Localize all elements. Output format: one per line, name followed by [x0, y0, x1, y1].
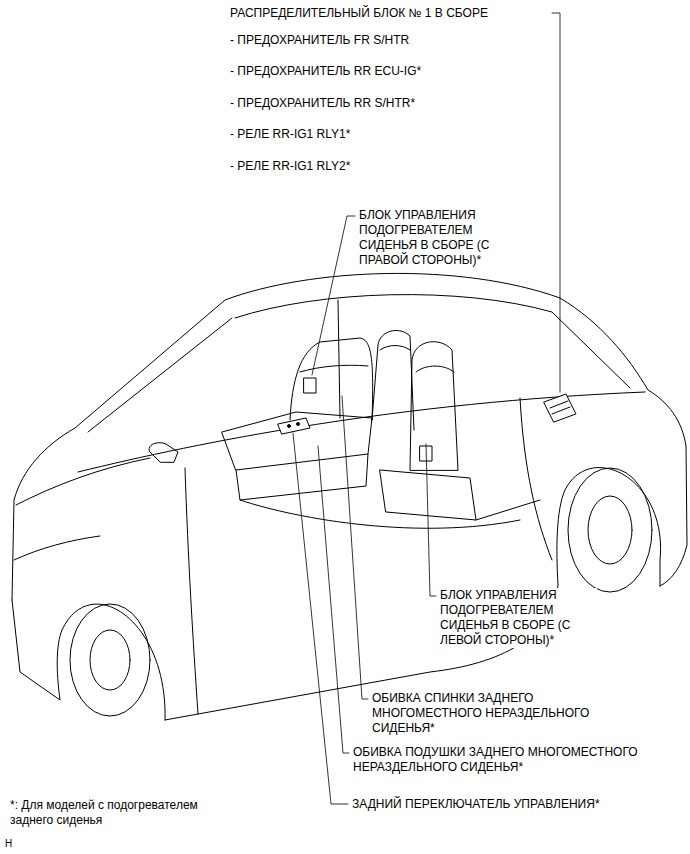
car-body	[14, 536, 100, 560]
interior-line	[240, 500, 520, 528]
wheel	[90, 630, 130, 690]
leader-line	[312, 216, 355, 375]
fuse-item: - ПРЕДОХРАНИТЕЛЬ FR S/HTR	[229, 33, 410, 48]
label-holder: ЗАДНИЙ ПЕРЕКЛЮЧАТЕЛЬ УПРАВЛЕНИЯ*	[351, 797, 601, 812]
leader-line	[318, 446, 349, 753]
car-body	[12, 600, 165, 720]
fuse-item: - ПРЕДОХРАНИТЕЛЬ RR ECU-IG*	[229, 64, 422, 79]
switch-button	[297, 423, 300, 426]
part-label: БЛОК УПРАВЛЕНИЯ ПОДОГРЕВАТЕЛЕМ СИДЕНЬЯ В…	[358, 208, 516, 268]
part-label: РАСПРЕДЕЛИТЕЛЬНЫЙ БЛОК № 1 В СБОРЕ	[229, 6, 489, 21]
car-body	[88, 318, 232, 432]
label-holder: - РЕЛЕ RR-IG1 RLY1*	[229, 127, 351, 142]
leader-line	[552, 13, 560, 392]
seat	[380, 346, 410, 351]
part-label: БЛОК УПРАВЛЕНИЯ ПОДОГРЕВАТЕЛЕМ СИДЕНЬЯ В…	[439, 588, 597, 648]
label-holder: БЛОК УПРАВЛЕНИЯ ПОДОГРЕВАТЕЛЕМ СИДЕНЬЯ В…	[439, 588, 597, 648]
wheel	[568, 468, 652, 592]
part-label: ОБИВКА СПИНКИ ЗАДНЕГО МНОГОМЕСТНОГО НЕРА…	[371, 691, 613, 736]
figure-code: H	[4, 838, 13, 850]
leader-line	[293, 433, 348, 804]
car-body	[78, 392, 645, 472]
rear-control-switch	[278, 418, 310, 434]
leader-line	[342, 396, 368, 699]
car-body	[16, 458, 150, 505]
seat-heater-ecu	[304, 378, 316, 393]
part-label: ЗАДНИЙ ПЕРЕКЛЮЧАТЕЛЬ УПРАВЛЕНИЯ*	[351, 797, 601, 812]
label-holder: *: Для моделей с подогревателем заднего …	[9, 798, 209, 828]
door-line	[338, 300, 340, 418]
seat	[372, 330, 414, 430]
part-label: ОБИВКА ПОДУШКИ ЗАДНЕГО МНОГОМЕСТНОГО НЕР…	[352, 745, 674, 775]
label-holder: БЛОК УПРАВЛЕНИЯ ПОДОГРЕВАТЕЛЕМ СИДЕНЬЯ В…	[358, 208, 516, 268]
seat	[300, 365, 368, 372]
door-line	[520, 398, 552, 560]
junction-block	[550, 401, 570, 414]
seat	[290, 338, 373, 420]
switch-button	[288, 425, 291, 428]
interior-line	[476, 500, 540, 520]
label-holder: H	[4, 838, 13, 850]
label-holder: ОБИВКА ПОДУШКИ ЗАДНЕГО МНОГОМЕСТНОГО НЕР…	[352, 745, 674, 775]
leader-line	[426, 444, 436, 596]
junction-block	[544, 394, 576, 422]
seat	[222, 412, 372, 470]
label-holder: - ПРЕДОХРАНИТЕЛЬ RR S/HTR*	[229, 96, 416, 111]
car-body	[165, 468, 661, 720]
car-body	[12, 273, 687, 600]
label-holder: ОБИВКА СПИНКИ ЗАДНЕГО МНОГОМЕСТНОГО НЕРА…	[371, 691, 613, 736]
seat	[416, 366, 454, 372]
label-holder: - ПРЕДОХРАНИТЕЛЬ RR ECU-IG*	[229, 64, 422, 79]
relay-item: - РЕЛЕ RR-IG1 RLY2*	[229, 159, 351, 174]
label-holder: - ПРЕДОХРАНИТЕЛЬ FR S/HTR	[229, 33, 410, 48]
label-holder: - РЕЛЕ RR-IG1 RLY2*	[229, 159, 351, 174]
label-holder: РАСПРЕДЕЛИТЕЛЬНЫЙ БЛОК № 1 В СБОРЕ	[229, 6, 489, 21]
fuse-item: - ПРЕДОХРАНИТЕЛЬ RR S/HTR*	[229, 96, 416, 111]
wheel	[588, 496, 632, 564]
wheel	[70, 604, 150, 716]
door-line	[185, 468, 198, 714]
footnote: *: Для моделей с подогревателем заднего …	[9, 798, 209, 828]
seat	[410, 342, 458, 470]
relay-item: - РЕЛЕ RR-IG1 RLY1*	[229, 127, 351, 142]
mirror	[149, 443, 178, 462]
